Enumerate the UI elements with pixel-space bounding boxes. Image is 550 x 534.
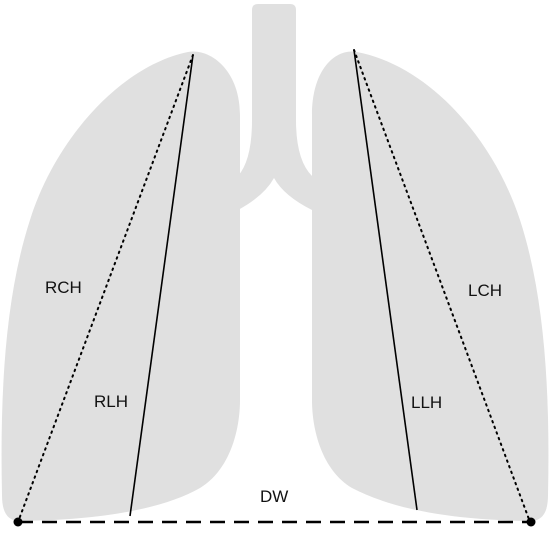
left-lung: [312, 51, 549, 522]
dw-right-point: [526, 517, 536, 527]
lch-line: [353, 49, 531, 523]
dw-label: DW: [260, 487, 289, 506]
lch-label: LCH: [468, 281, 503, 300]
dw-left-point: [13, 517, 23, 527]
rlh-label: RLH: [94, 392, 129, 411]
rch-line: [17, 54, 194, 523]
llh-line: [353, 49, 418, 511]
llh-label: LLH: [411, 393, 443, 412]
trachea-bronchi: [238, 4, 312, 210]
rch-label: RCH: [45, 278, 82, 297]
right-lung: [1, 51, 240, 522]
rlh-line: [129, 54, 194, 517]
